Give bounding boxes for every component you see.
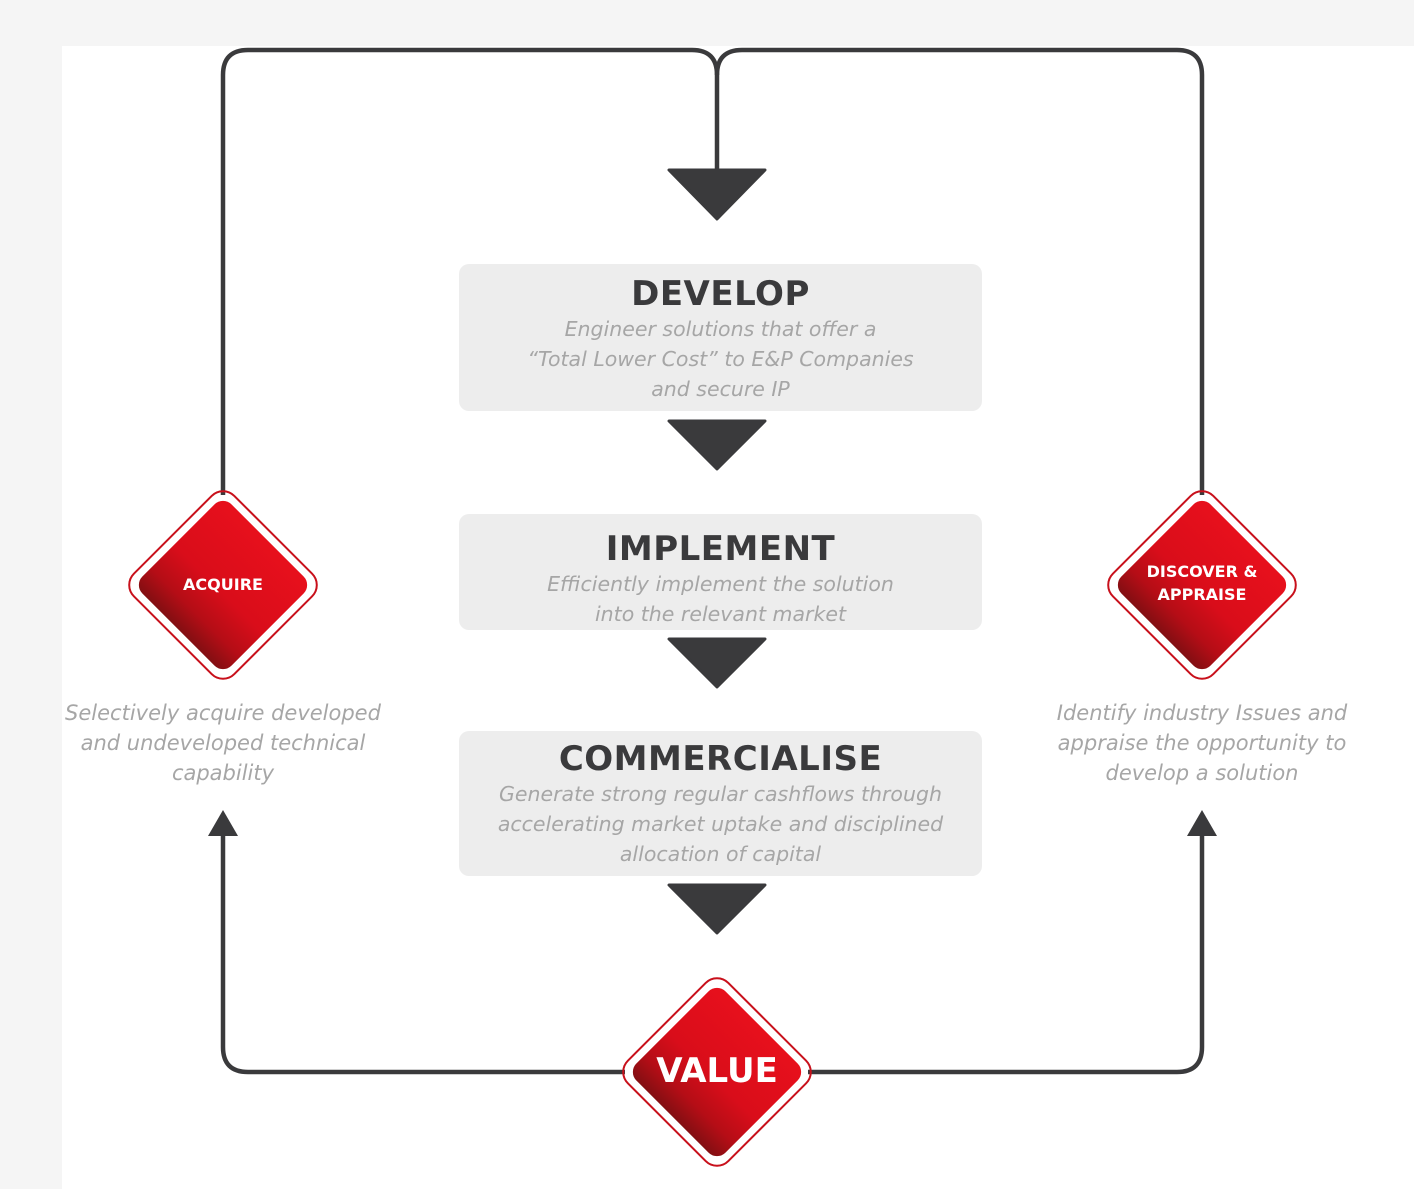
value-label: VALUE [656, 1051, 778, 1091]
down-arrow-icon-top [667, 168, 767, 221]
acquire-description: Selectively acquire developed and undeve… [33, 698, 413, 788]
commercialise-box: COMMERCIALISE Generate strong regular ca… [459, 731, 982, 876]
develop-text-line-2: “Total Lower Cost” to E&P Companies [527, 347, 914, 371]
commercialise-title: COMMERCIALISE [558, 739, 883, 779]
discover-diamond [1107, 490, 1297, 680]
acquire-label: ACQUIRE [183, 575, 263, 594]
up-arrow-icon-right [1187, 810, 1217, 836]
discover-text-line-1: Identify industry Issues and [1056, 701, 1348, 725]
implement-box: IMPLEMENT Efficiently implement the solu… [459, 514, 982, 630]
develop-box: DEVELOP Engineer solutions that offer a … [459, 264, 982, 411]
loop-line-left-top [220, 47, 720, 495]
discover-label-line-1: DISCOVER & [1146, 562, 1258, 581]
discover-description: Identify industry Issues and appraise th… [1012, 698, 1392, 788]
implement-title: IMPLEMENT [605, 529, 836, 569]
discover-label: DISCOVER & APPRAISE [1132, 560, 1272, 606]
develop-text-line-3: and secure IP [651, 377, 790, 401]
develop-title: DEVELOP [631, 274, 810, 314]
down-arrow-icon-implement [667, 637, 767, 689]
commercialise-text-line-1: Generate strong regular cashflows throug… [499, 782, 942, 806]
implement-text-line-1: Efficiently implement the solution [547, 572, 894, 596]
loop-line-left-bottom [220, 832, 625, 1075]
acquire-text-line-1: Selectively acquire developed [65, 701, 381, 725]
loop-line-right-top [714, 47, 1205, 495]
discover-text-line-3: develop a solution [1105, 761, 1299, 785]
acquire-text-line-3: capability [171, 761, 275, 785]
commercialise-text-line-2: accelerating market uptake and disciplin… [497, 812, 944, 836]
down-arrow-icon-commercialise [667, 883, 767, 935]
down-arrow-icon-develop [667, 419, 767, 471]
commercialise-text-line-3: allocation of capital [619, 842, 822, 866]
discover-label-line-2: APPRAISE [1157, 585, 1247, 604]
loop-line-right-bottom [808, 832, 1205, 1075]
develop-text-line-1: Engineer solutions that offer a [564, 317, 877, 341]
discover-text-line-2: appraise the opportunity to [1057, 731, 1347, 755]
acquire-diamond [128, 490, 318, 680]
up-arrow-icon-left [208, 810, 238, 836]
implement-text-line-2: into the relevant market [594, 602, 846, 626]
value-diamond [622, 977, 812, 1167]
acquire-text-line-2: and undeveloped technical [80, 731, 366, 755]
